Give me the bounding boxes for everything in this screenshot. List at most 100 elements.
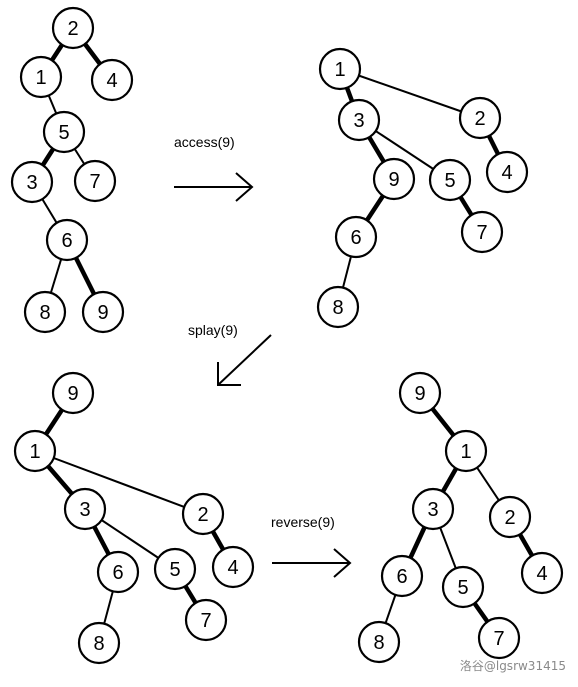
tree-after-splay-node-circle-7 [184,598,228,642]
tree-after-access-node-6: 6 [334,215,378,259]
tree-after-access-node-circle-3 [337,98,381,142]
tree-initial-node-circle-3 [10,160,54,204]
tree-initial-node-7: 7 [73,159,117,203]
reverse-arrow-icon [272,548,352,578]
tree-after-reverse-node-label-5: 5 [457,577,468,599]
tree-after-access-node-circle-9 [372,157,416,201]
tree-initial-node-3: 3 [10,160,54,204]
tree-after-splay-node-circle-6 [96,550,140,594]
tree-initial-node-6: 6 [45,218,89,262]
tree-initial-node-label-1: 1 [35,67,46,89]
tree-initial-node-label-8: 8 [39,302,50,324]
tree-initial-node-label-9: 9 [97,302,108,324]
tree-initial-node-4: 4 [90,58,134,102]
tree-after-access-node-label-3: 3 [353,110,364,132]
tree-after-reverse-node-circle-2 [488,495,532,539]
tree-after-splay-node-label-8: 8 [93,633,104,655]
tree-initial-node-label-5: 5 [58,122,69,144]
tree-initial-node-label-6: 6 [61,230,72,252]
tree-after-reverse-node-3: 3 [411,487,455,531]
tree-after-splay-node-label-2: 2 [197,504,208,526]
tree-after-splay-node-5: 5 [153,547,197,591]
tree-after-splay-node-label-7: 7 [200,610,211,632]
tree-after-splay-node-circle-4 [211,545,255,589]
tree-after-reverse-node-circle-1 [444,429,488,473]
tree-after-reverse-node-label-3: 3 [427,499,438,521]
tree-initial-node-circle-7 [73,159,117,203]
tree-after-splay-node-label-9: 9 [67,383,78,405]
tree-after-access-node-9: 9 [372,157,416,201]
tree-after-reverse-node-circle-4 [520,551,564,595]
tree-after-splay-edge-1-2 [34,450,204,515]
tree-after-access-node-label-8: 8 [332,297,343,319]
tree-initial-node-9: 9 [81,290,125,334]
tree-after-splay-node-label-4: 4 [227,557,238,579]
splay-label: splay(9) [188,322,238,338]
access-label: access(9) [174,134,235,150]
tree-after-access-node-circle-6 [334,215,378,259]
tree-initial-node-circle-6 [45,218,89,262]
tree-after-access-node-circle-7 [460,210,504,254]
tree-initial-node-circle-2 [51,6,95,50]
tree-after-splay-node-3: 3 [63,487,107,531]
tree-after-splay-node-2: 2 [181,492,225,536]
tree-initial-node-2: 2 [51,6,95,50]
tree-after-access-node-1: 1 [318,47,362,91]
tree-initial-node-circle-9 [81,290,125,334]
tree-after-reverse-node-8: 8 [357,620,401,664]
tree-initial-node-5: 5 [42,110,86,154]
tree-after-reverse-node-2: 2 [488,495,532,539]
tree-after-reverse-node-6: 6 [380,554,424,598]
tree-after-access-node-4: 4 [485,150,529,194]
tree-after-access-node-label-5: 5 [444,170,455,192]
tree-after-splay-node-circle-1 [13,429,57,473]
tree-after-access-node-5: 5 [428,158,472,202]
access-arrow-icon [174,172,254,202]
tree-after-reverse-node-label-7: 7 [493,628,504,650]
tree-after-access-node-circle-1 [318,47,362,91]
tree-after-reverse-node-circle-9 [398,371,442,415]
tree-after-reverse-node-label-1: 1 [460,441,471,463]
tree-after-splay-node-6: 6 [96,550,140,594]
tree-after-splay-node-1: 1 [13,429,57,473]
tree-after-reverse-node-label-2: 2 [504,507,515,529]
tree-initial-node-label-7: 7 [89,171,100,193]
tree-after-reverse-node-4: 4 [520,551,564,595]
watermark: 洛谷@lgsrw31415 [460,658,566,673]
tree-after-splay-node-circle-5 [153,547,197,591]
tree-after-access-node-label-2: 2 [474,108,485,130]
tree-after-access-node-circle-2 [458,96,502,140]
tree-after-reverse-node-circle-6 [380,554,424,598]
tree-after-reverse-node-5: 5 [441,565,485,609]
tree-after-access-node-circle-8 [316,285,360,329]
tree-after-reverse-node-circle-5 [441,565,485,609]
tree-initial-node-circle-1 [19,55,63,99]
tree-after-splay-node-circle-3 [63,487,107,531]
tree-after-splay-node-9: 9 [51,371,95,415]
tree-after-reverse-node-circle-7 [477,616,521,660]
tree-initial-node-circle-8 [23,290,67,334]
tree-after-access-node-label-9: 9 [388,169,399,191]
tree-after-reverse-node-label-6: 6 [396,566,407,588]
tree-initial-node-1: 1 [19,55,63,99]
tree-after-reverse-node-label-9: 9 [414,383,425,405]
tree-initial-node-label-2: 2 [67,18,78,40]
tree-initial-node-circle-5 [42,110,86,154]
tree-after-splay-node-circle-9 [51,371,95,415]
tree-after-access-node-circle-4 [485,150,529,194]
tree-after-reverse-node-label-4: 4 [536,563,547,585]
tree-after-reverse-node-7: 7 [477,616,521,660]
tree-after-splay-node-7: 7 [184,598,228,642]
tree-after-splay-node-8: 8 [77,621,121,665]
tree-after-access-node-label-4: 4 [501,162,512,184]
tree-after-splay-node-4: 4 [211,545,255,589]
reverse-label: reverse(9) [271,514,335,530]
tree-after-reverse-node-circle-3 [411,487,455,531]
tree-after-splay-node-label-1: 1 [29,441,40,463]
tree-after-access-node-7: 7 [460,210,504,254]
tree-after-splay-node-circle-8 [77,621,121,665]
tree-after-splay-node-label-5: 5 [169,559,180,581]
tree-after-access-node-2: 2 [458,96,502,140]
tree-after-splay-node-label-3: 3 [79,499,90,521]
